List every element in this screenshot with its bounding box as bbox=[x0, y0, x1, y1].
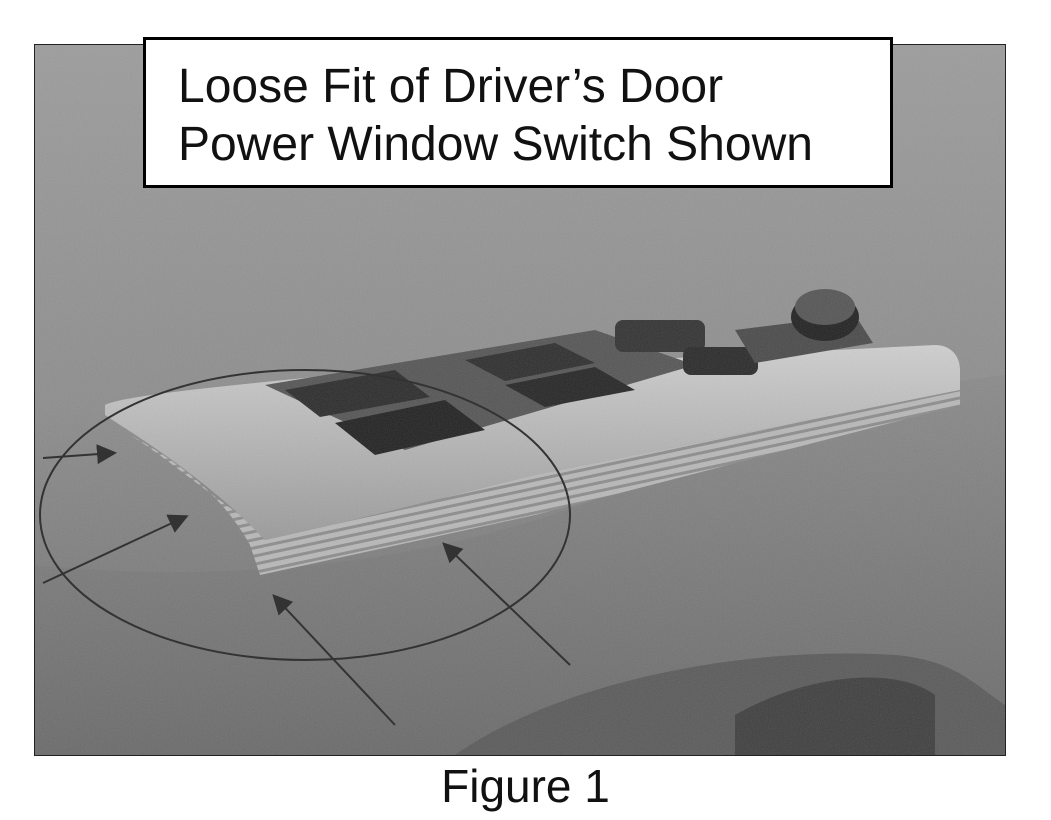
callout-box: Loose Fit of Driver’s Door Power Window … bbox=[143, 37, 893, 188]
callout-line-2: Power Window Switch Shown bbox=[178, 118, 813, 171]
callout-line-1: Loose Fit of Driver’s Door bbox=[178, 60, 724, 113]
figure-caption: Figure 1 bbox=[441, 760, 610, 812]
